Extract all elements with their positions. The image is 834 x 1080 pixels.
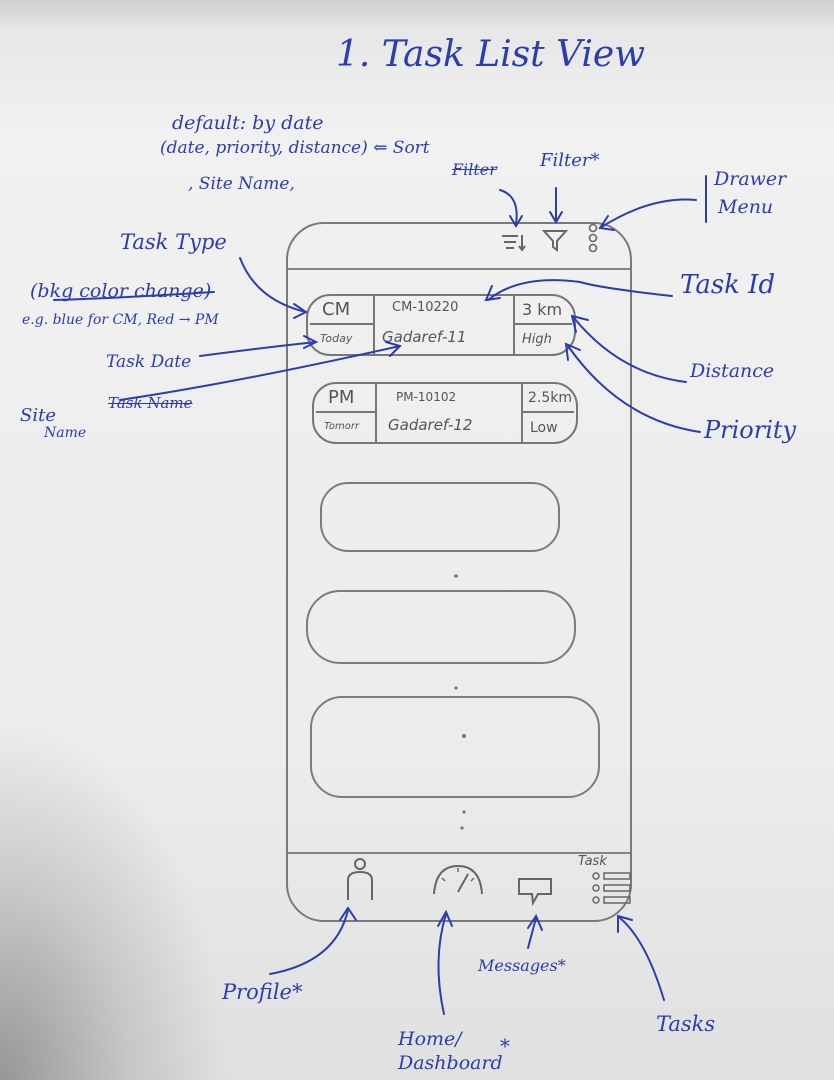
task-type: CM — [322, 299, 351, 320]
task-id: PM-10102 — [396, 390, 457, 404]
task-card[interactable]: CM Today CM-10220 Gadaref-11 3 km High — [306, 294, 576, 356]
note-bkg-color: (bkg color change) — [30, 280, 212, 302]
task-card[interactable]: PM Tomorr PM-10102 Gadaref-12 2.5km Low — [312, 382, 578, 444]
note-profile: Profile* — [222, 980, 303, 1004]
task-distance: 3 km — [522, 300, 563, 319]
note-drawer-menu-1: Drawer — [714, 168, 787, 190]
sort-icon[interactable] — [500, 232, 526, 252]
site-name-pointer-arrow — [119, 345, 401, 401]
note-distance: Distance — [690, 360, 775, 382]
home-pointer-arrow — [437, 913, 447, 1015]
task-date-pointer-arrow — [199, 341, 317, 357]
note-task-id: Task Id — [680, 270, 776, 300]
task-priority: High — [522, 332, 552, 347]
note-site-name-option: , Site Name, — [188, 174, 295, 194]
note-sort-options: (date, priority, distance) ⇐ Sort — [160, 138, 430, 158]
distance-pointer-arrow — [573, 317, 687, 383]
task-card-placeholder[interactable] — [320, 482, 560, 552]
appbar-divider — [288, 268, 630, 270]
priority-pointer-arrow — [567, 345, 701, 433]
paper-edge — [0, 0, 834, 32]
note-bkg-example: e.g. blue for CM, Red → PM — [22, 312, 219, 328]
task-distance: 2.5km — [528, 390, 573, 406]
tasks-list-icon[interactable] — [590, 870, 634, 910]
task-priority: Low — [530, 420, 558, 436]
task-type: PM — [328, 387, 355, 408]
tab-tasks-label: Task — [578, 854, 607, 869]
note-priority: Priority — [704, 416, 797, 444]
task-date: Tomorr — [324, 421, 360, 432]
page-title: 1. Task List View — [336, 34, 646, 75]
profile-pointer-arrow — [269, 909, 349, 975]
task-card-placeholder[interactable] — [306, 590, 576, 664]
profile-icon[interactable] — [344, 856, 376, 902]
note-site-name-2: Name — [44, 425, 87, 441]
drawer-pointer-arrow — [599, 198, 697, 229]
sort-pointer-arrow — [499, 189, 518, 225]
task-type-pointer-arrow — [239, 257, 307, 313]
task-site-name: Gadaref-12 — [388, 416, 473, 434]
note-tasks: Tasks — [656, 1012, 716, 1036]
note-task-date: Task Date — [106, 352, 192, 372]
phone-outline — [286, 222, 632, 922]
kebab-menu-icon[interactable] — [586, 222, 600, 256]
note-filter-struck: Filter — [452, 160, 497, 179]
filter-icon[interactable] — [541, 228, 569, 252]
shadow — [0, 720, 230, 1080]
task-id: CM-10220 — [392, 300, 459, 315]
note-default-sort: default: by date — [172, 112, 324, 134]
task-card-placeholder[interactable] — [310, 696, 600, 798]
task-date: Today — [320, 332, 353, 345]
note-site-name-1: Site — [20, 405, 56, 426]
task-site-name: Gadaref-11 — [382, 328, 467, 346]
tasks-pointer-arrow — [619, 917, 665, 1001]
note-home-2: Dashboard — [398, 1052, 503, 1074]
note-task-type: Task Type — [120, 230, 227, 254]
message-icon[interactable] — [516, 876, 554, 907]
note-messages: Messages* — [478, 956, 566, 975]
messages-pointer-arrow — [527, 917, 537, 949]
bottom-nav-divider — [288, 852, 630, 854]
note-home-star: * — [500, 1034, 510, 1058]
note-home-1: Home/ — [398, 1028, 462, 1050]
task-id-pointer-arrow — [487, 279, 673, 301]
note-drawer-menu-2: Menu — [718, 196, 774, 218]
dashboard-gauge-icon[interactable] — [430, 862, 486, 898]
note-filter: Filter* — [540, 150, 600, 171]
